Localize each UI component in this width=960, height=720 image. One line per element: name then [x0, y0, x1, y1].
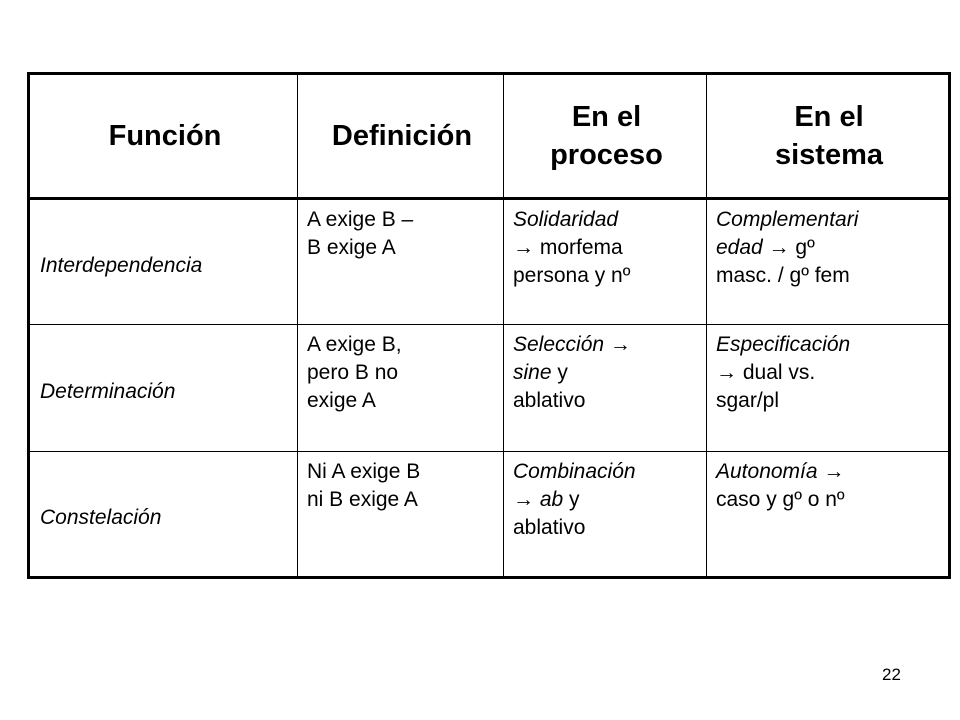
cell-text-run: → caso y gº o nº	[716, 459, 845, 511]
proceso-cell: Combinación → ab y ablativo	[503, 450, 707, 579]
header-funcion: Función	[28, 73, 298, 200]
cell-text-run: → gº masc. / gº fem	[716, 236, 850, 287]
header-en-el-proceso: En el proceso	[503, 73, 707, 200]
cell-text-run: → morfema persona y nº	[513, 236, 631, 287]
cell-text-run: y ablativo	[513, 361, 586, 413]
cell-text-run: Solidaridad	[513, 208, 619, 231]
page-number: 22	[882, 665, 901, 684]
cell-text-run: →	[513, 487, 540, 511]
sistema-cell: Autonomía → caso y gº o nº	[706, 450, 950, 579]
proceso-cell: Solidaridad → morfema persona y nº	[503, 197, 707, 326]
header-definicion: Definición	[297, 73, 504, 200]
cell-text-run: Complementari edad	[716, 208, 859, 259]
functions-table: Función Definición En el proceso En el s…	[27, 72, 951, 579]
sistema-cell: Especificación → dual vs. sgar/pl	[706, 324, 950, 452]
sistema-cell: Complementari edad → gº masc. / gº fem	[706, 197, 950, 326]
funcion-cell: Interdependencia	[28, 197, 298, 326]
cell-text-run: Selección → sine	[513, 333, 631, 385]
header-en-el-sistema: En el sistema	[706, 73, 950, 200]
definicion-cell: A exige B – B exige A	[297, 197, 504, 326]
table-row: Constelación Ni A exige B ni B exige A C…	[28, 450, 950, 579]
definicion-cell: A exige B, pero B no exige A	[297, 324, 504, 452]
table-row: Interdependencia A exige B – B exige A S…	[28, 197, 950, 326]
cell-text-run: y ablativo	[513, 487, 586, 539]
cell-text-run: Combinación	[513, 459, 636, 483]
cell-text-run: ab	[539, 487, 564, 511]
cell-text-run: Autonomía	[716, 459, 818, 483]
definicion-cell: Ni A exige B ni B exige A	[297, 450, 504, 579]
table-row: Determinación A exige B, pero B no exige…	[28, 324, 950, 452]
proceso-cell: Selección → sine y ablativo	[503, 324, 707, 452]
cell-text-run: → dual vs. sgar/pl	[716, 361, 816, 413]
cell-text-run: Especificación	[716, 333, 851, 357]
funcion-cell: Determinación	[28, 324, 298, 452]
header-row: Función Definición En el proceso En el s…	[28, 73, 950, 200]
funcion-cell: Constelación	[28, 450, 298, 579]
